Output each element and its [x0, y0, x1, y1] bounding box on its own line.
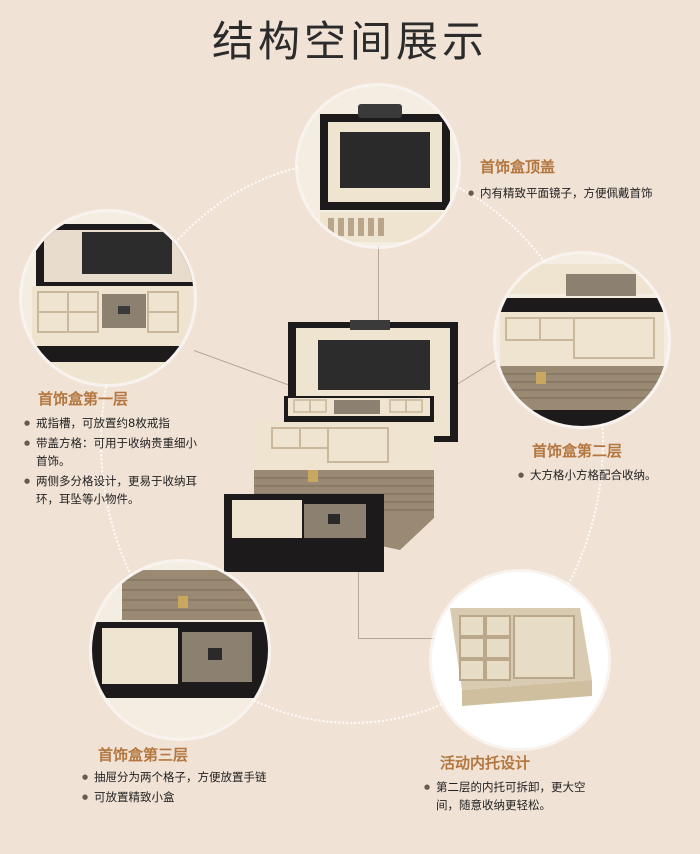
- leader-line-tray-h: [358, 638, 436, 639]
- lid-detail-image: [298, 86, 458, 246]
- layer2-bullet: 大方格小方格配合收纳。: [518, 466, 688, 484]
- tray-detail-image: [432, 572, 608, 748]
- jewelry-box-main-image: [222, 318, 462, 574]
- tray-bullets: 第二层的内托可拆卸，更大空间，随意收纳更轻松。: [424, 778, 600, 816]
- layer1-heading: 首饰盒第一层: [38, 390, 129, 408]
- page-title: 结构空间展示: [211, 17, 488, 66]
- tray-heading: 活动内托设计: [440, 754, 531, 772]
- lid-bullets: 内有精致平面镜子，方便佩戴首饰: [468, 184, 688, 204]
- layer1-bullet: 戒指槽，可放置约8枚戒指: [24, 414, 208, 432]
- layer1-bullet: 两侧多分格设计，更易于收纳耳环，耳坠等小物件。: [24, 472, 208, 508]
- layer3-bullet: 抽屉分为两个格子，方便放置手链: [82, 768, 282, 786]
- layer3-detail-image: [92, 562, 268, 738]
- layer1-bullets: 戒指槽，可放置约8枚戒指 带盖方格：可用于收纳贵重细小首饰。 两侧多分格设计，更…: [24, 414, 208, 510]
- layer1-detail-image: [22, 212, 194, 384]
- leader-line-top: [378, 246, 379, 324]
- layer2-bullets: 大方格小方格配合收纳。: [518, 466, 688, 486]
- layer2-detail-image: [496, 254, 668, 426]
- lid-heading: 首饰盒顶盖: [480, 158, 556, 176]
- lid-bullet: 内有精致平面镜子，方便佩戴首饰: [468, 184, 688, 202]
- layer3-bullet: 可放置精致小盒: [82, 788, 282, 806]
- layer1-bullet: 带盖方格：可用于收纳贵重细小首饰。: [24, 434, 208, 470]
- leader-line-tray-v: [358, 570, 359, 638]
- layer2-heading: 首饰盒第二层: [532, 442, 623, 460]
- layer3-heading: 首饰盒第三层: [98, 746, 189, 764]
- tray-bullet: 第二层的内托可拆卸，更大空间，随意收纳更轻松。: [424, 778, 600, 814]
- layer3-bullets: 抽屉分为两个格子，方便放置手链 可放置精致小盒: [82, 768, 282, 808]
